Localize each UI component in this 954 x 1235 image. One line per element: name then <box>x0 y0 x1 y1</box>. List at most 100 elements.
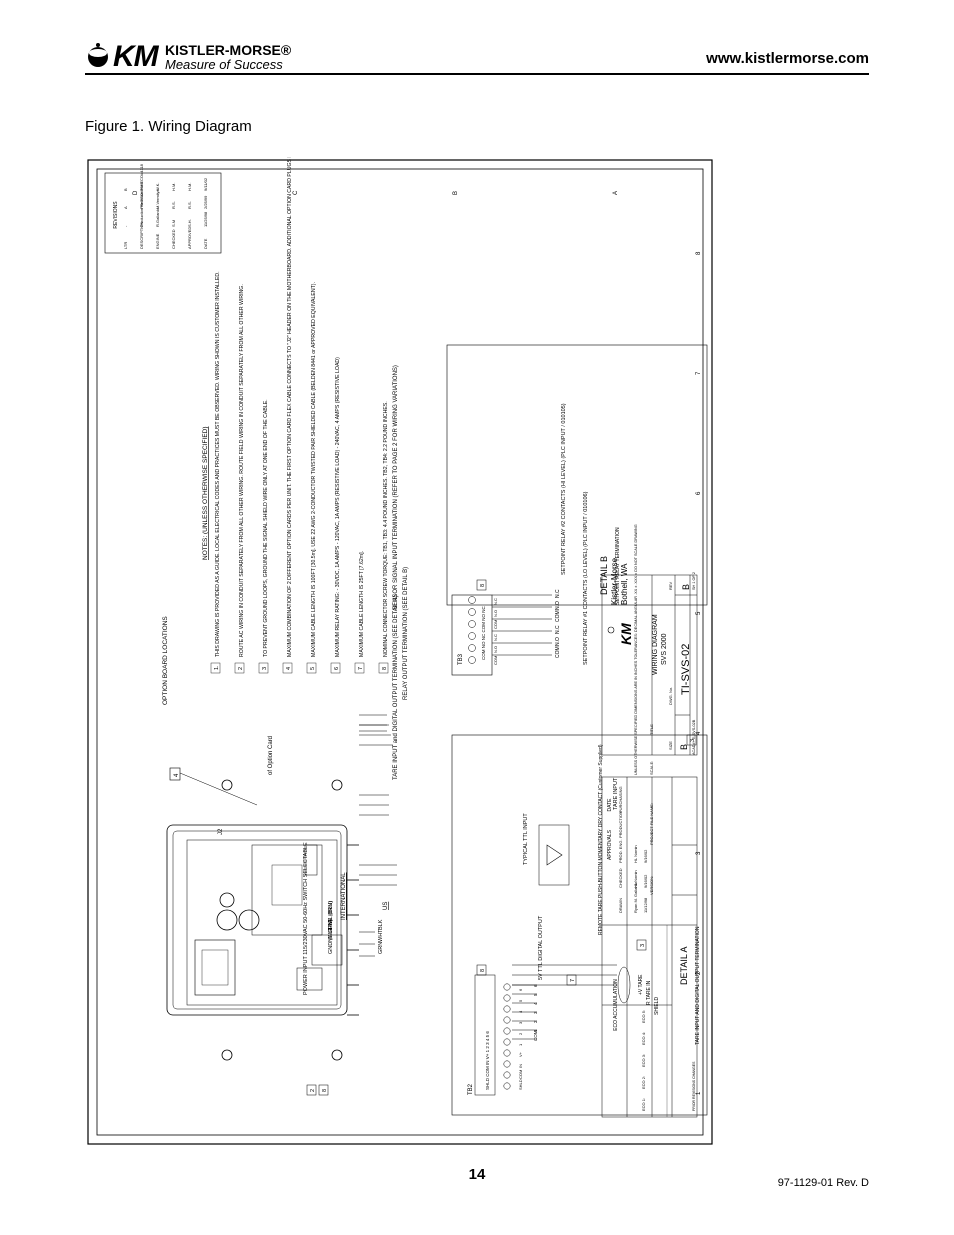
us-label: US <box>383 902 389 910</box>
version-label: VERSION: <box>649 876 654 895</box>
detail-a-digital-line: 5 <box>533 993 538 996</box>
option-board-callout: OPTION BOARD LOCATIONS 4 <box>162 616 258 806</box>
approval-role: PURCHASING <box>618 786 623 813</box>
zone-number: 8 <box>696 251 702 255</box>
approvals-header: APPROVALS <box>607 829 613 860</box>
svg-text:8: 8 <box>480 584 486 587</box>
zone-number: 1 <box>696 1091 702 1095</box>
eco-row: ECO 5: <box>641 1010 646 1023</box>
detail-a-terminal: V+ <box>518 1051 523 1057</box>
detail-a-box: TB2 SHLD COM IN V+ 1 2 3 4 5 6 SHLDCOMIN… <box>451 734 708 1116</box>
zone-number: 4 <box>696 731 702 735</box>
note-text: MAXIMUM COMBINATION OF 2 DIFFERENT OPTIO… <box>287 157 293 657</box>
sheet-label: SH 1 OF 2 <box>692 572 696 590</box>
detail-b-box: TB3 COM NO NC COM NO NC COMN.ON.CCOMN.ON… <box>446 344 708 676</box>
note-number: 1. <box>214 665 220 670</box>
option-board-label: OPTION BOARD LOCATIONS <box>162 616 169 705</box>
rev-header: DESCRIPTION <box>139 222 144 249</box>
title-block: ECO ACCUMULATION ECO 1:ECO 2:ECO 3:ECO 4… <box>601 524 698 1118</box>
rev-cell: S.M <box>171 220 176 227</box>
rev-header: LTR <box>123 242 128 249</box>
approval-date: 9/16/02 <box>643 849 648 863</box>
rev-cell: Production Release <box>139 191 144 227</box>
rev-cell: Per ECO#4118 <box>139 163 144 191</box>
kistler-morse-logo: KM KISTLER-MORSE® Measure of Success <box>85 38 291 73</box>
header-divider <box>85 73 869 75</box>
eco-row: ECO 2: <box>641 1076 646 1089</box>
detail-b-tb-label: TB3 <box>458 653 464 665</box>
km-title-logo-icon: KM <box>607 623 634 645</box>
zone-number: 5 <box>696 611 702 615</box>
zone-letter: C <box>293 190 299 195</box>
detail-b-wire-label: N.C <box>555 625 561 634</box>
enclosure <box>166 779 359 1061</box>
detail-b-wire-label: N.C <box>555 589 561 598</box>
approval-name: HL Nomin <box>633 870 638 888</box>
note-text: TO PREVENT GROUND LOOPS, GROUND THE SIGN… <box>263 399 269 657</box>
notes-block: NOTES: (UNLESS OTHERWISE SPECIFIED) 1.TH… <box>202 157 389 674</box>
rev-header: APPROVED <box>187 227 192 249</box>
detail-b-terminal: N.C <box>493 634 498 641</box>
zone-number: 7 <box>696 371 702 375</box>
rev-cell: S.H. <box>187 219 192 227</box>
note-number: 6 <box>334 667 340 670</box>
rev-header: DATE <box>203 238 208 249</box>
detail-a-terminal: 5 <box>518 999 523 1002</box>
rev-cell: 9/11/02 <box>203 177 208 191</box>
rev-cell: B <box>123 188 128 191</box>
zone-number: 2 <box>696 971 702 975</box>
title-label: TITLE <box>649 724 654 735</box>
svg-text:8: 8 <box>480 969 486 972</box>
website-url[interactable]: www.kistlermorse.com <box>706 50 869 67</box>
rev-cell: R.Gallardo <box>155 207 160 227</box>
detail-a-terminal: 1 <box>518 1043 523 1046</box>
detail-a-digital-line: 1 <box>533 1029 538 1032</box>
logo-tagline: Measure of Success <box>165 57 283 72</box>
note-number: 2 <box>238 667 244 670</box>
detail-a-terminal: IN <box>518 1064 523 1068</box>
rev-label: REV <box>668 581 673 590</box>
svg-text:3: 3 <box>640 944 646 947</box>
prior-revisions-label: PRIOR REVISIONS CHANGES <box>692 1061 696 1111</box>
power-wire-us: GRN <box>378 942 384 954</box>
notes-title: NOTES: (UNLESS OTHERWISE SPECIFIED) <box>202 426 209 560</box>
size-value: B <box>679 744 689 750</box>
note-text: ROUTE AC WIRING IN CONDUIT SEPARATELY FR… <box>239 284 245 657</box>
detail-a-terminal-header: SHLD COM IN V+ 1 2 3 4 5 6 <box>485 1031 490 1090</box>
detail-b-wire-label: N.O <box>555 637 561 646</box>
logo-emblem-icon <box>88 43 108 67</box>
detail-a-tare-wire: SHIELD <box>654 997 660 1015</box>
note-number: 7 <box>358 667 364 670</box>
detail-b-subtitle: SETPOINT RELAY TERMINATION <box>615 527 621 605</box>
detail-a-digital-line: 2 <box>533 1020 538 1023</box>
detail-b-wire-label: N.O <box>555 601 561 610</box>
approval-role: PRODUCTION <box>618 811 623 838</box>
project-file-label: PROJECT FILE NAME: <box>649 803 654 845</box>
svg-text:4: 4 <box>174 773 180 777</box>
rev-header: CHECKED <box>171 229 176 249</box>
approval-name: Ryan M. Gallardo <box>633 881 638 913</box>
detail-a-tare-wire: R TARE IN <box>646 980 652 1005</box>
detail-b-relay2: SETPOINT RELAY #2 CONTACTS (HI LEVEL) (P… <box>561 403 567 575</box>
logo-brand-name: KISTLER-MORSE® <box>165 42 292 58</box>
note-text: MAXIMUM CABLE LENGTH IS 25FT [7.62m]. <box>359 551 365 657</box>
power-input-label: POWER INPUT 115/230VAC 50-60Hz SWITCH SE… <box>303 842 309 995</box>
power-wire-us: WHT <box>378 929 384 942</box>
note-item: 2 ROUTE AC WIRING IN CONDUIT SEPARATELY F… <box>234 284 245 674</box>
detail-a-terminal: COM <box>518 1070 523 1079</box>
approval-role: PROD. ENG. <box>618 839 623 863</box>
company-line2: Bothell, WA <box>620 563 629 605</box>
approval-role: CHECKED <box>618 868 623 888</box>
note-number: 8 <box>382 667 388 670</box>
sensor-termination-label: SENSOR SIGNAL INPUT TERMINATION (REFER T… <box>393 365 399 610</box>
detail-a-subtitle: TARE INPUT AND DIGITAL OUTPUT TERMINATIO… <box>695 926 701 1045</box>
eco-row: ECO 3: <box>641 1054 646 1067</box>
eco-header: ECO ACCUMULATION <box>613 979 619 1031</box>
detail-a-typical: TYPICAL TTL INPUT <box>523 813 529 865</box>
zone-letter: D <box>133 190 139 195</box>
